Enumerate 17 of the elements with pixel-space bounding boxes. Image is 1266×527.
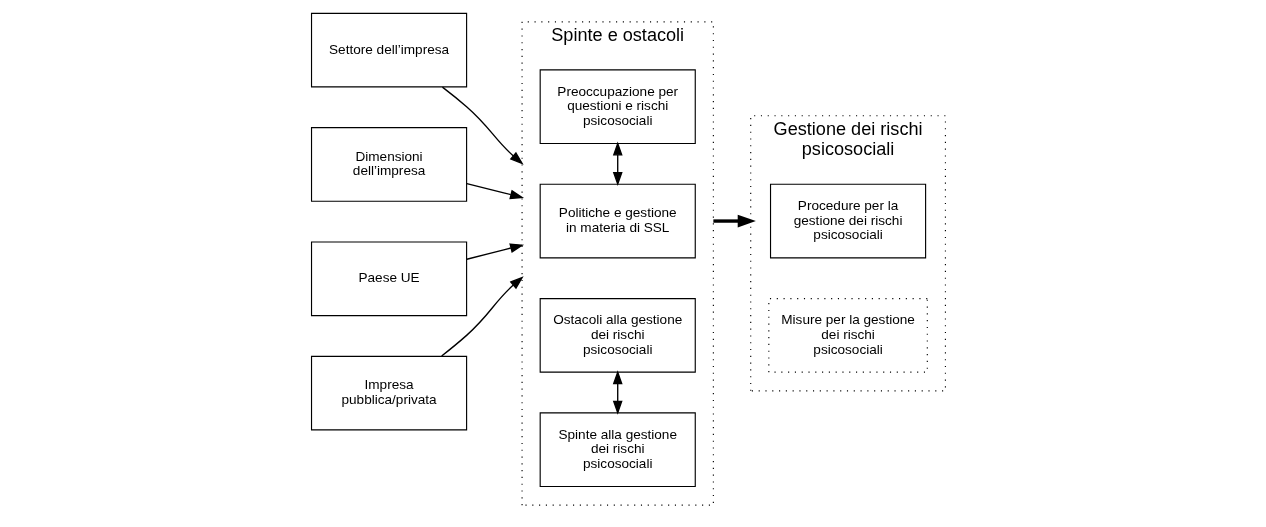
arrow: [441, 86, 524, 165]
node-box: Dimensioni dell’impresa: [310, 127, 468, 202]
arrow: [612, 370, 623, 415]
arrow: [466, 182, 525, 200]
arrow: [612, 141, 623, 187]
node-box: Ostacoli alla gestione dei rischi psicosociali: [539, 298, 696, 373]
node-box: Misure per la gestione dei rischi psicosociali: [768, 298, 928, 373]
arrow: [466, 243, 525, 260]
node-box: Spinte alla gestione dei rischi psicosociali: [539, 412, 696, 488]
node-box: Procedure per la gestione dei rischi psicosociali: [769, 183, 927, 259]
arrow: [713, 214, 756, 228]
arrow: [440, 276, 524, 357]
node-box: Paese UE: [310, 241, 468, 317]
node-box: Impresa pubblica/privata: [310, 355, 468, 431]
node-box: Preoccupazione per questioni e rischi psicosociali: [539, 69, 696, 145]
node-box: Politiche e gestione in materia di SSL: [539, 183, 696, 259]
node-box: Settore dell’impresa: [310, 12, 468, 88]
